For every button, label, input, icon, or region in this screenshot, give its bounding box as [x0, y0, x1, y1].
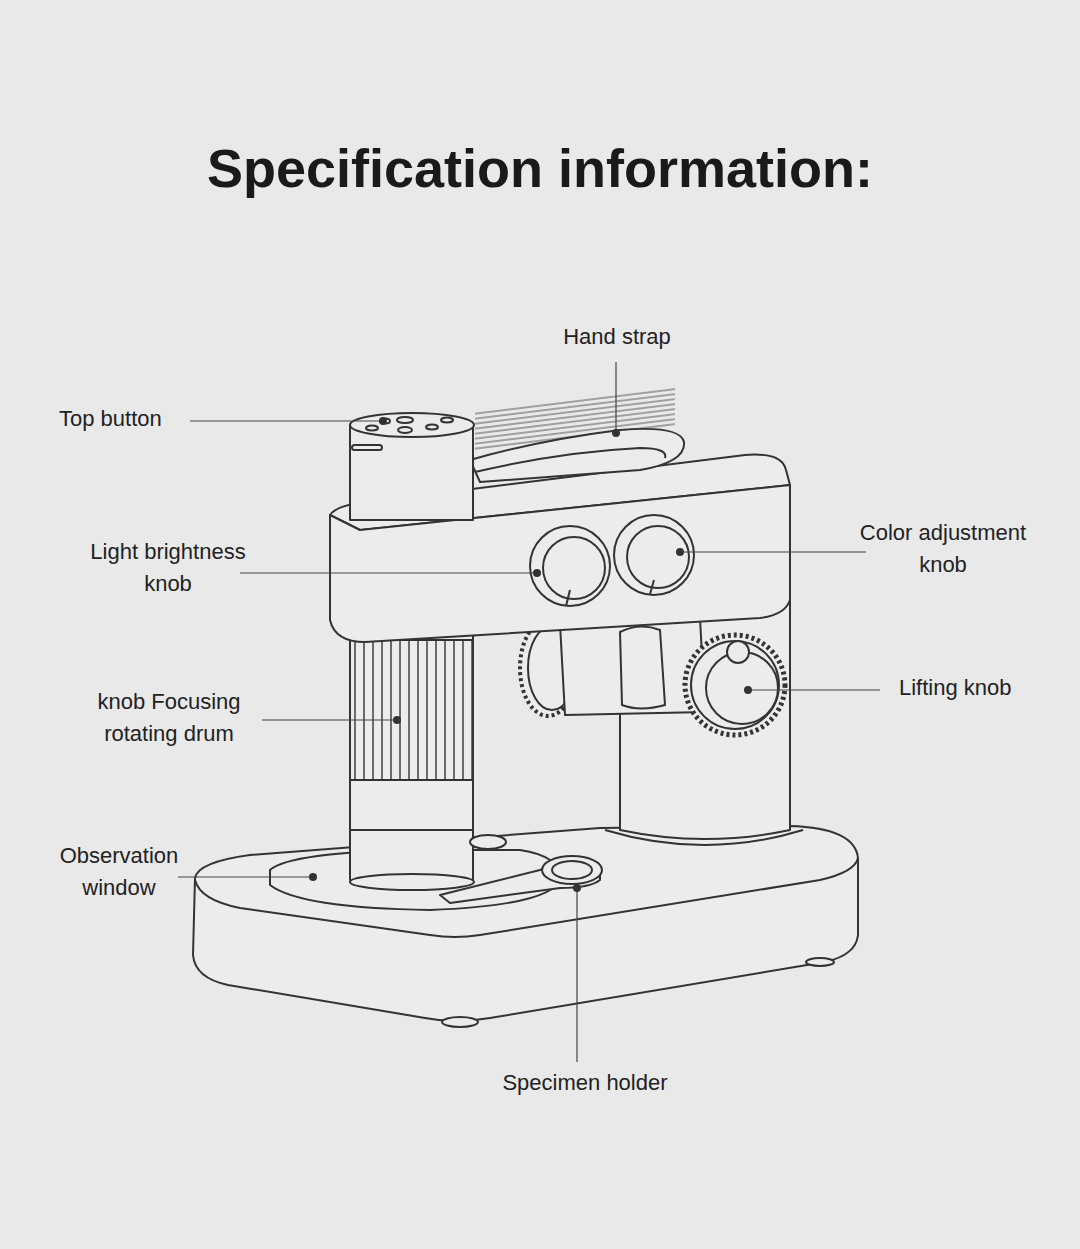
axle: [560, 618, 705, 715]
hand-strap-inner: [475, 448, 665, 472]
specimen-holder-ring: [542, 856, 602, 884]
tube-seam: [350, 829, 473, 831]
lifting-gear-face: [691, 641, 779, 729]
leader-line: [680, 551, 866, 552]
part-label: Lifting knob: [899, 672, 1059, 704]
brightness-pointer: [566, 590, 570, 606]
lifting-gear: [685, 635, 785, 735]
pillar: [620, 600, 790, 839]
color-knob: [627, 526, 689, 588]
stage-post: [470, 835, 506, 849]
specimen-holder-lens: [552, 861, 592, 879]
leader-dot: [533, 569, 541, 577]
leader-line: [178, 876, 313, 877]
color-knob-rim: [614, 515, 694, 595]
brightness-knob: [543, 537, 605, 599]
leader-line: [748, 689, 880, 690]
top-button: [398, 427, 412, 433]
part-label: Specimen holder: [475, 1067, 695, 1099]
top-button: [366, 426, 378, 431]
color-pointer: [650, 580, 654, 594]
top-button: [426, 425, 438, 430]
top-button: [397, 417, 413, 423]
leader-line: [615, 362, 616, 433]
leader-dot: [573, 884, 581, 892]
hand-strap: [470, 429, 684, 482]
leader-line: [576, 888, 577, 1062]
axle-collar: [620, 626, 665, 708]
brightness-knob-rim: [530, 526, 610, 606]
part-label: Observation window: [44, 840, 194, 904]
top-button: [441, 418, 453, 423]
tube-upper: [350, 425, 473, 520]
pillar-foot: [605, 830, 803, 845]
leader-line: [240, 572, 537, 573]
part-label: knob Focusing rotating drum: [82, 686, 257, 750]
leader-dot: [744, 686, 752, 694]
leader-dot: [393, 716, 401, 724]
part-label: Hand strap: [537, 321, 697, 353]
leader-line: [190, 420, 383, 421]
tube-cap: [350, 413, 474, 437]
leader-dot: [612, 429, 620, 437]
part-label: Color adjustment knob: [838, 517, 1048, 581]
part-label: Light brightness knob: [68, 536, 268, 600]
leader-dot: [379, 417, 387, 425]
base: [193, 826, 858, 1021]
leader-line: [262, 719, 397, 720]
leader-dot: [309, 873, 317, 881]
focusing-drum: [350, 640, 473, 780]
leader-dot: [676, 548, 684, 556]
foot: [442, 1017, 478, 1027]
foot: [806, 958, 834, 966]
tube-indicator: [352, 445, 382, 450]
page-title: Specification information:: [0, 136, 1080, 200]
tube-bottom: [350, 874, 474, 890]
lifting-knob-dimple: [727, 641, 749, 663]
part-label: Top button: [59, 403, 209, 435]
